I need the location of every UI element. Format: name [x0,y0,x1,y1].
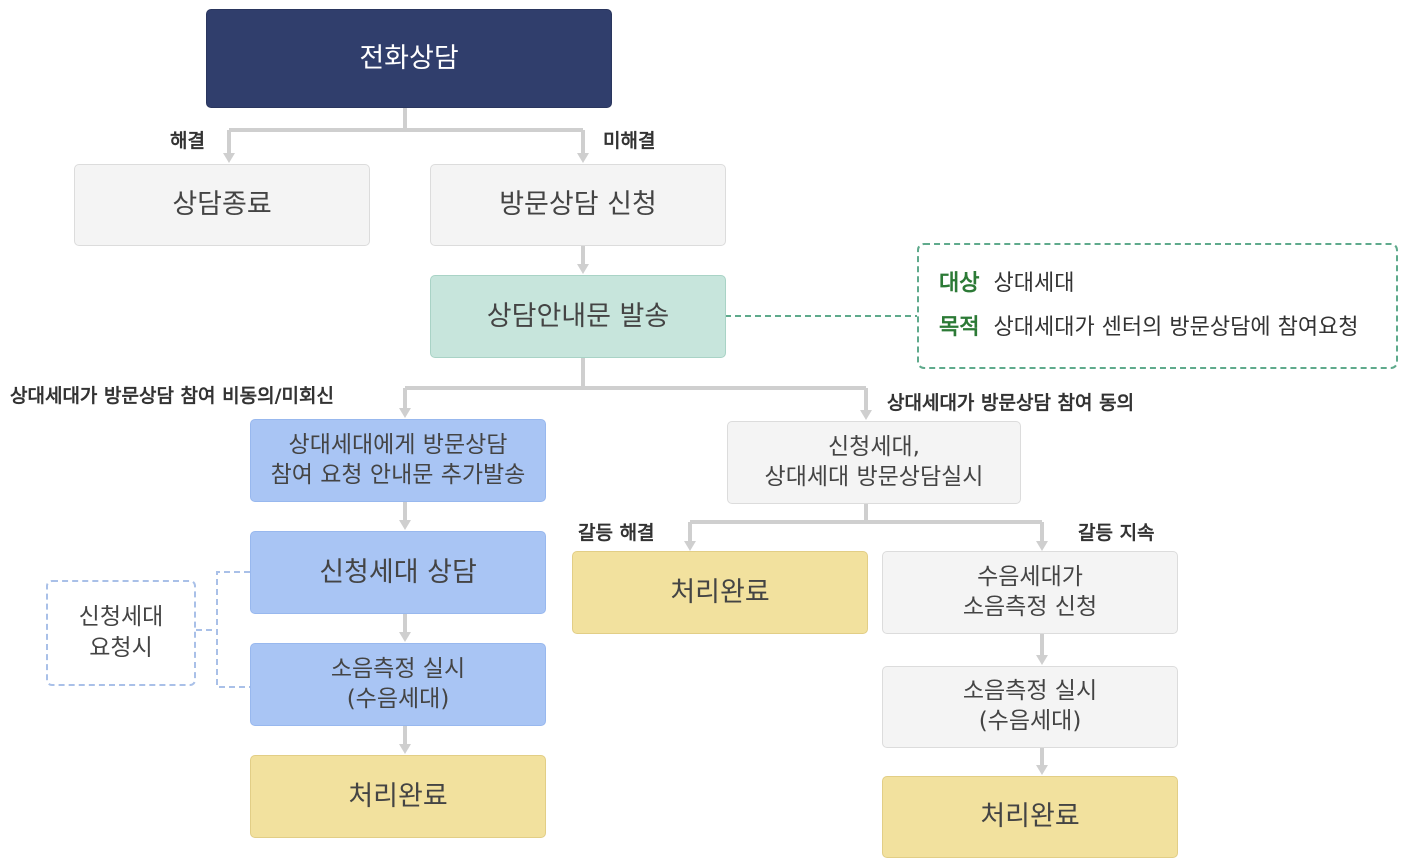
node-request-noise: 수음세대가 소음측정 신청 [882,551,1178,634]
note-purpose-key: 목적 [939,315,980,340]
label-conflict-resolved: 갈등 해결 [578,522,655,544]
node-noise-left-line2: (수음세대) [346,685,450,712]
node-done-left-label: 처리완료 [348,780,448,812]
node-notice-label: 상담안내문 발송 [486,300,670,332]
node-noise-measure-left: 소음측정 실시 (수음세대) [250,643,546,726]
node-both-line1: 신청세대, [828,433,920,460]
node-extra-line1: 상대세대에게 방문상담 [288,431,508,458]
node-phone-label: 전화상담 [359,42,459,74]
node-extra-line2: 참여 요청 안내문 추가발송 [270,461,526,488]
node-phone-consult: 전화상담 [206,9,612,108]
node-noise-right-line2: (수음세대) [978,708,1082,734]
note-purpose-row: 목적 상대세대가 센터의 방문상담에 참여요청 [939,309,1396,341]
label-unresolved: 미해결 [603,130,656,152]
node-both-line2: 상대세대 방문상담실시 [764,463,984,490]
label-agree: 상대세대가 방문상담 참여 동의 [887,392,1135,414]
label-conflict-continue: 갈등 지속 [1078,522,1155,544]
node-done-right-label: 처리완료 [980,801,1080,833]
node-noise-right-line1: 소음측정 실시 [962,678,1098,705]
node-done-mid-label: 처리완료 [670,576,770,608]
node-apply-label: 방문상담 신청 [499,189,657,221]
node-request-line2: 소음측정 신청 [962,593,1098,620]
label-resolved: 해결 [170,130,205,152]
side-note-bracket [196,571,250,688]
notice-info-box: 대상 상대세대 목적 상대세대가 센터의 방문상담에 참여요청 [917,243,1398,369]
note-purpose-value: 상대세대가 센터의 방문상담에 참여요청 [993,315,1359,340]
node-applicant-consult: 신청세대 상담 [250,531,546,614]
node-done-mid: 처리완료 [572,551,868,634]
label-decline: 상대세대가 방문상담 참여 비동의/미회신 [10,385,334,407]
note-target-value: 상대세대 [993,271,1075,296]
node-send-notice: 상담안내문 발송 [430,275,726,358]
node-applicant-label: 신청세대 상담 [319,556,477,588]
note-target-row: 대상 상대세대 [939,265,1396,297]
side-note-line2: 요청시 [89,635,153,661]
node-both-visit: 신청세대, 상대세대 방문상담실시 [727,421,1021,504]
node-request-line1: 수음세대가 [977,563,1083,590]
side-note-box: 신청세대 요청시 [46,580,196,686]
side-note-line1: 신청세대 [78,603,164,630]
node-done-right: 처리완료 [882,776,1178,858]
node-extra-notice: 상대세대에게 방문상담 참여 요청 안내문 추가발송 [250,419,546,502]
node-noise-left-line1: 소음측정 실시 [330,655,466,682]
node-noise-measure-right: 소음측정 실시 (수음세대) [882,666,1178,748]
node-consult-end: 상담종료 [74,164,370,246]
node-done-left: 처리완료 [250,755,546,838]
node-visit-apply: 방문상담 신청 [430,164,726,246]
note-target-key: 대상 [939,271,980,296]
node-end-label: 상담종료 [172,189,272,221]
